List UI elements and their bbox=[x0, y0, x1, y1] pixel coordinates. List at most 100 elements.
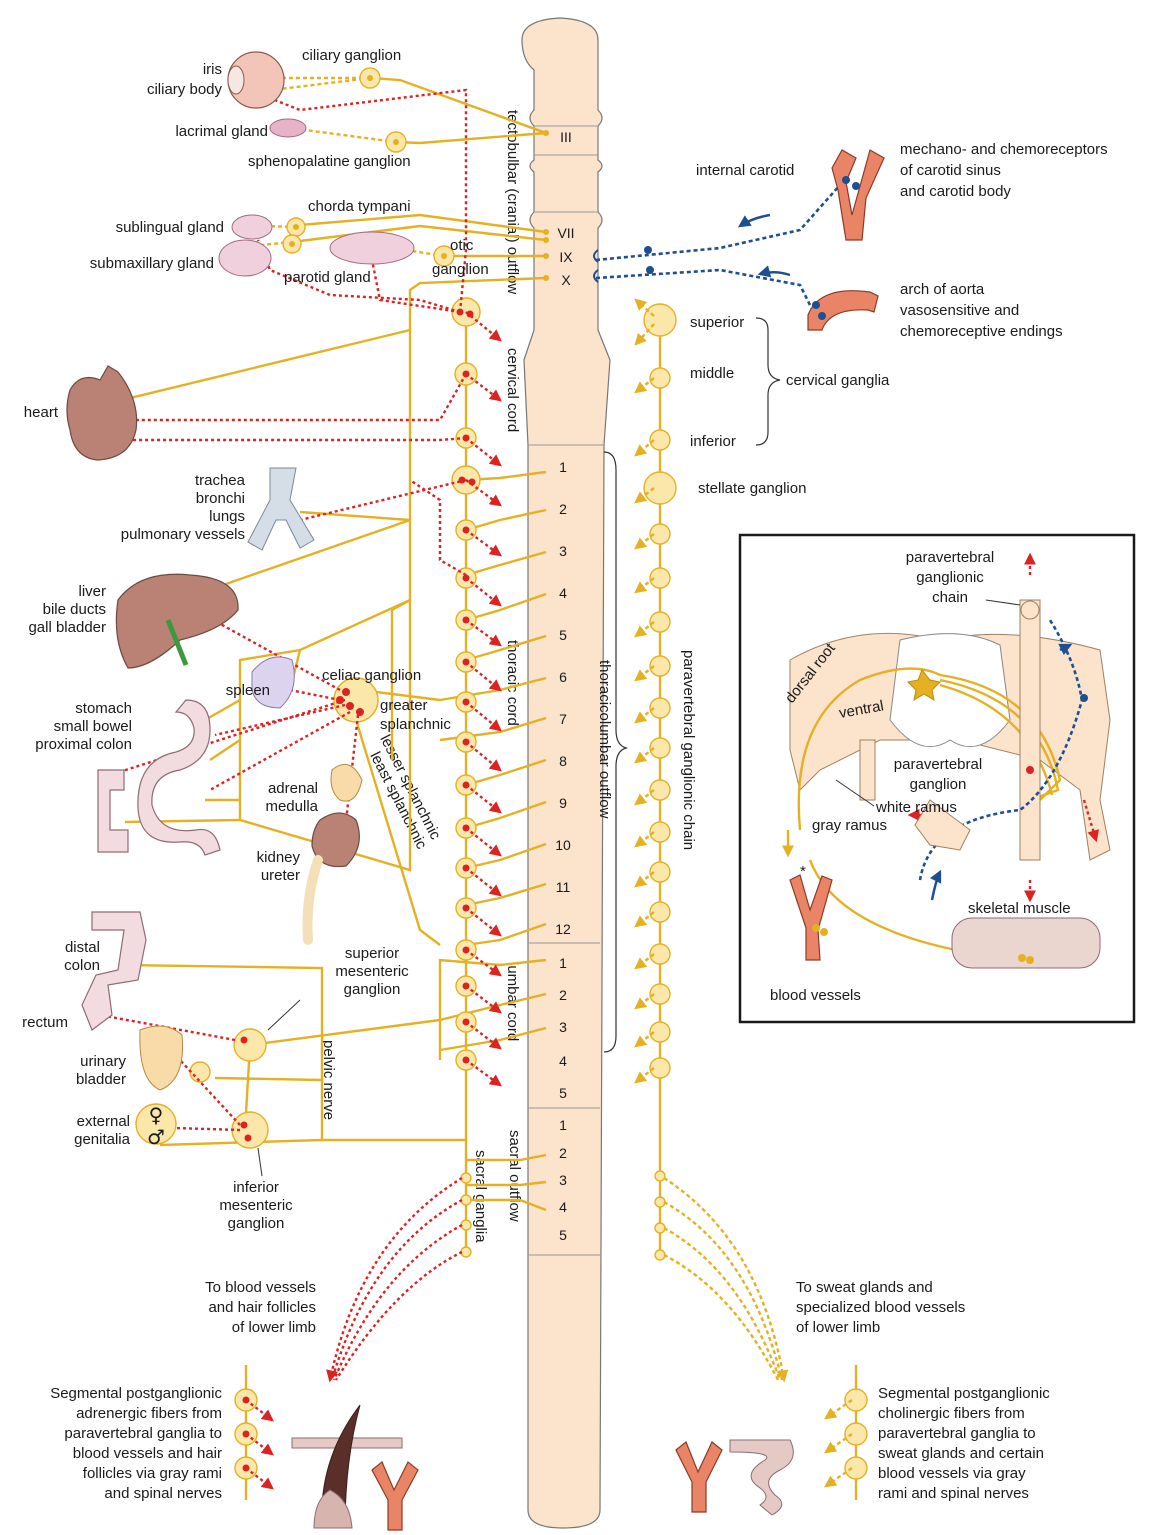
svg-text:sphenopalatine ganglion: sphenopalatine ganglion bbox=[248, 153, 411, 170]
svg-text:ureter: ureter bbox=[261, 867, 300, 884]
svg-text:*: * bbox=[800, 863, 806, 880]
svg-text:heart: heart bbox=[24, 404, 59, 421]
svg-text:proximal colon: proximal colon bbox=[35, 736, 132, 753]
svg-text:To sweat glands and: To sweat glands and bbox=[796, 1279, 933, 1296]
svg-text:superior: superior bbox=[690, 314, 744, 331]
svg-text:2: 2 bbox=[559, 987, 567, 1003]
svg-text:mechano- and chemoreceptors: mechano- and chemoreceptors bbox=[900, 141, 1108, 158]
paravertebral-chain bbox=[636, 300, 676, 1260]
svg-text:inferior: inferior bbox=[233, 1179, 279, 1196]
svg-text:stomach: stomach bbox=[75, 700, 132, 717]
svg-text:ganglionic: ganglionic bbox=[916, 569, 984, 586]
svg-text:1: 1 bbox=[559, 1117, 567, 1133]
svg-text:rami and spinal nerves: rami and spinal nerves bbox=[878, 1485, 1029, 1502]
svg-text:trachea: trachea bbox=[195, 472, 246, 489]
svg-text:iris: iris bbox=[203, 61, 222, 78]
bottom-left-illustration bbox=[235, 1365, 418, 1530]
svg-text:bronchi: bronchi bbox=[196, 490, 245, 507]
svg-text:superior: superior bbox=[345, 945, 399, 962]
svg-text:chain: chain bbox=[932, 589, 968, 606]
svg-text:Segmental postganglionic: Segmental postganglionic bbox=[50, 1385, 222, 1402]
paravertebral-chain-label: paravertebral ganglionic chain bbox=[680, 650, 697, 850]
svg-text:parotid gland: parotid gland bbox=[284, 269, 371, 286]
genitalia-illustration: ♀ ♂ bbox=[136, 1103, 176, 1149]
svg-text:4: 4 bbox=[559, 1199, 567, 1215]
svg-text:ciliary ganglion: ciliary ganglion bbox=[302, 47, 401, 64]
svg-text:sublingual gland: sublingual gland bbox=[116, 219, 224, 236]
svg-text:3: 3 bbox=[559, 543, 567, 559]
svg-text:inferior: inferior bbox=[690, 433, 736, 450]
svg-text:sweat glands and certain: sweat glands and certain bbox=[878, 1445, 1044, 1462]
svg-text:specialized blood vessels: specialized blood vessels bbox=[796, 1299, 965, 1316]
svg-text:and spinal nerves: and spinal nerves bbox=[104, 1485, 222, 1502]
svg-text:cervical ganglia: cervical ganglia bbox=[786, 372, 890, 389]
svg-text:stellate ganglion: stellate ganglion bbox=[698, 480, 806, 497]
svg-text:submaxillary gland: submaxillary gland bbox=[90, 255, 214, 272]
bottom-right-illustration bbox=[676, 1365, 867, 1515]
trachea-illustration bbox=[248, 468, 314, 550]
svg-text:follicles via gray rami: follicles via gray rami bbox=[83, 1465, 222, 1482]
svg-text:chorda tympani: chorda tympani bbox=[308, 198, 411, 215]
svg-text:ganglion: ganglion bbox=[344, 981, 401, 998]
cervical-cord-label: cervical cord bbox=[504, 348, 521, 432]
svg-text:11: 11 bbox=[556, 879, 571, 895]
svg-text:splanchnic: splanchnic bbox=[380, 716, 451, 733]
svg-text:4: 4 bbox=[559, 1053, 567, 1069]
svg-text:blood vessels via gray: blood vessels via gray bbox=[878, 1465, 1026, 1482]
svg-text:To blood vessels: To blood vessels bbox=[205, 1279, 316, 1296]
afferent-pathways bbox=[594, 185, 840, 315]
svg-text:12: 12 bbox=[555, 921, 571, 937]
svg-text:medulla: medulla bbox=[265, 798, 318, 815]
svg-text:3: 3 bbox=[559, 1172, 567, 1188]
svg-text:1: 1 bbox=[559, 955, 567, 971]
svg-text:liver: liver bbox=[78, 583, 106, 600]
sacral-outflow-label: sacral outflow bbox=[506, 1130, 523, 1222]
svg-text:ganglion: ganglion bbox=[228, 1215, 285, 1232]
carotid-artery bbox=[832, 150, 884, 240]
svg-text:genitalia: genitalia bbox=[74, 1131, 131, 1148]
svg-text:ganglion: ganglion bbox=[910, 776, 967, 793]
svg-text:2: 2 bbox=[559, 1145, 567, 1161]
svg-text:5: 5 bbox=[559, 1227, 567, 1243]
svg-text:lungs: lungs bbox=[209, 508, 245, 525]
svg-text:paravertebral: paravertebral bbox=[906, 549, 994, 566]
svg-text:colon: colon bbox=[64, 957, 100, 974]
svg-text:cholinergic fibers from: cholinergic fibers from bbox=[878, 1405, 1025, 1422]
cranial-nerve-vii: VII bbox=[557, 225, 574, 241]
svg-text:Segmental postganglionic: Segmental postganglionic bbox=[878, 1385, 1050, 1402]
svg-text:ganglion: ganglion bbox=[432, 261, 489, 278]
male-symbol: ♂ bbox=[147, 1125, 165, 1149]
svg-text:kidney: kidney bbox=[257, 849, 301, 866]
cranial-nerve-ix: IX bbox=[559, 249, 573, 265]
svg-text:paravertebral ganglia to: paravertebral ganglia to bbox=[878, 1425, 1036, 1442]
svg-text:urinary: urinary bbox=[80, 1053, 126, 1070]
svg-text:distal: distal bbox=[65, 939, 100, 956]
svg-text:8: 8 bbox=[559, 753, 567, 769]
svg-text:vasosensitive and: vasosensitive and bbox=[900, 302, 1019, 319]
svg-text:internal carotid: internal carotid bbox=[696, 162, 794, 179]
svg-text:6: 6 bbox=[559, 669, 567, 685]
svg-text:7: 7 bbox=[559, 711, 567, 727]
svg-text:blood vessels: blood vessels bbox=[770, 987, 861, 1004]
svg-text:gall bladder: gall bladder bbox=[28, 619, 106, 636]
svg-text:skeletal muscle: skeletal muscle bbox=[968, 900, 1071, 917]
cranial-nerve-iii: III bbox=[560, 129, 572, 145]
svg-text:small bowel: small bowel bbox=[54, 718, 132, 735]
cranial-nerve-x: X bbox=[561, 272, 571, 288]
svg-text:pulmonary vessels: pulmonary vessels bbox=[121, 526, 245, 543]
heart-illustration bbox=[67, 366, 137, 460]
svg-text:mesenteric: mesenteric bbox=[219, 1197, 293, 1214]
eye-illustration bbox=[228, 52, 284, 108]
svg-text:celiac ganglion: celiac ganglion bbox=[322, 667, 421, 684]
svg-text:4: 4 bbox=[559, 585, 567, 601]
svg-text:paravertebral ganglia to: paravertebral ganglia to bbox=[64, 1425, 222, 1442]
cervical-brace bbox=[756, 318, 780, 445]
sacral-ganglia-label: sacral ganglia bbox=[472, 1150, 489, 1243]
thoracicolumbar-label: thoracicolumbar outflow bbox=[596, 660, 613, 819]
svg-text:5: 5 bbox=[559, 1085, 567, 1101]
svg-text:of carotid sinus: of carotid sinus bbox=[900, 162, 1001, 179]
svg-text:ciliary body: ciliary body bbox=[147, 81, 223, 98]
svg-text:greater: greater bbox=[380, 697, 428, 714]
svg-text:of lower limb: of lower limb bbox=[796, 1319, 880, 1336]
